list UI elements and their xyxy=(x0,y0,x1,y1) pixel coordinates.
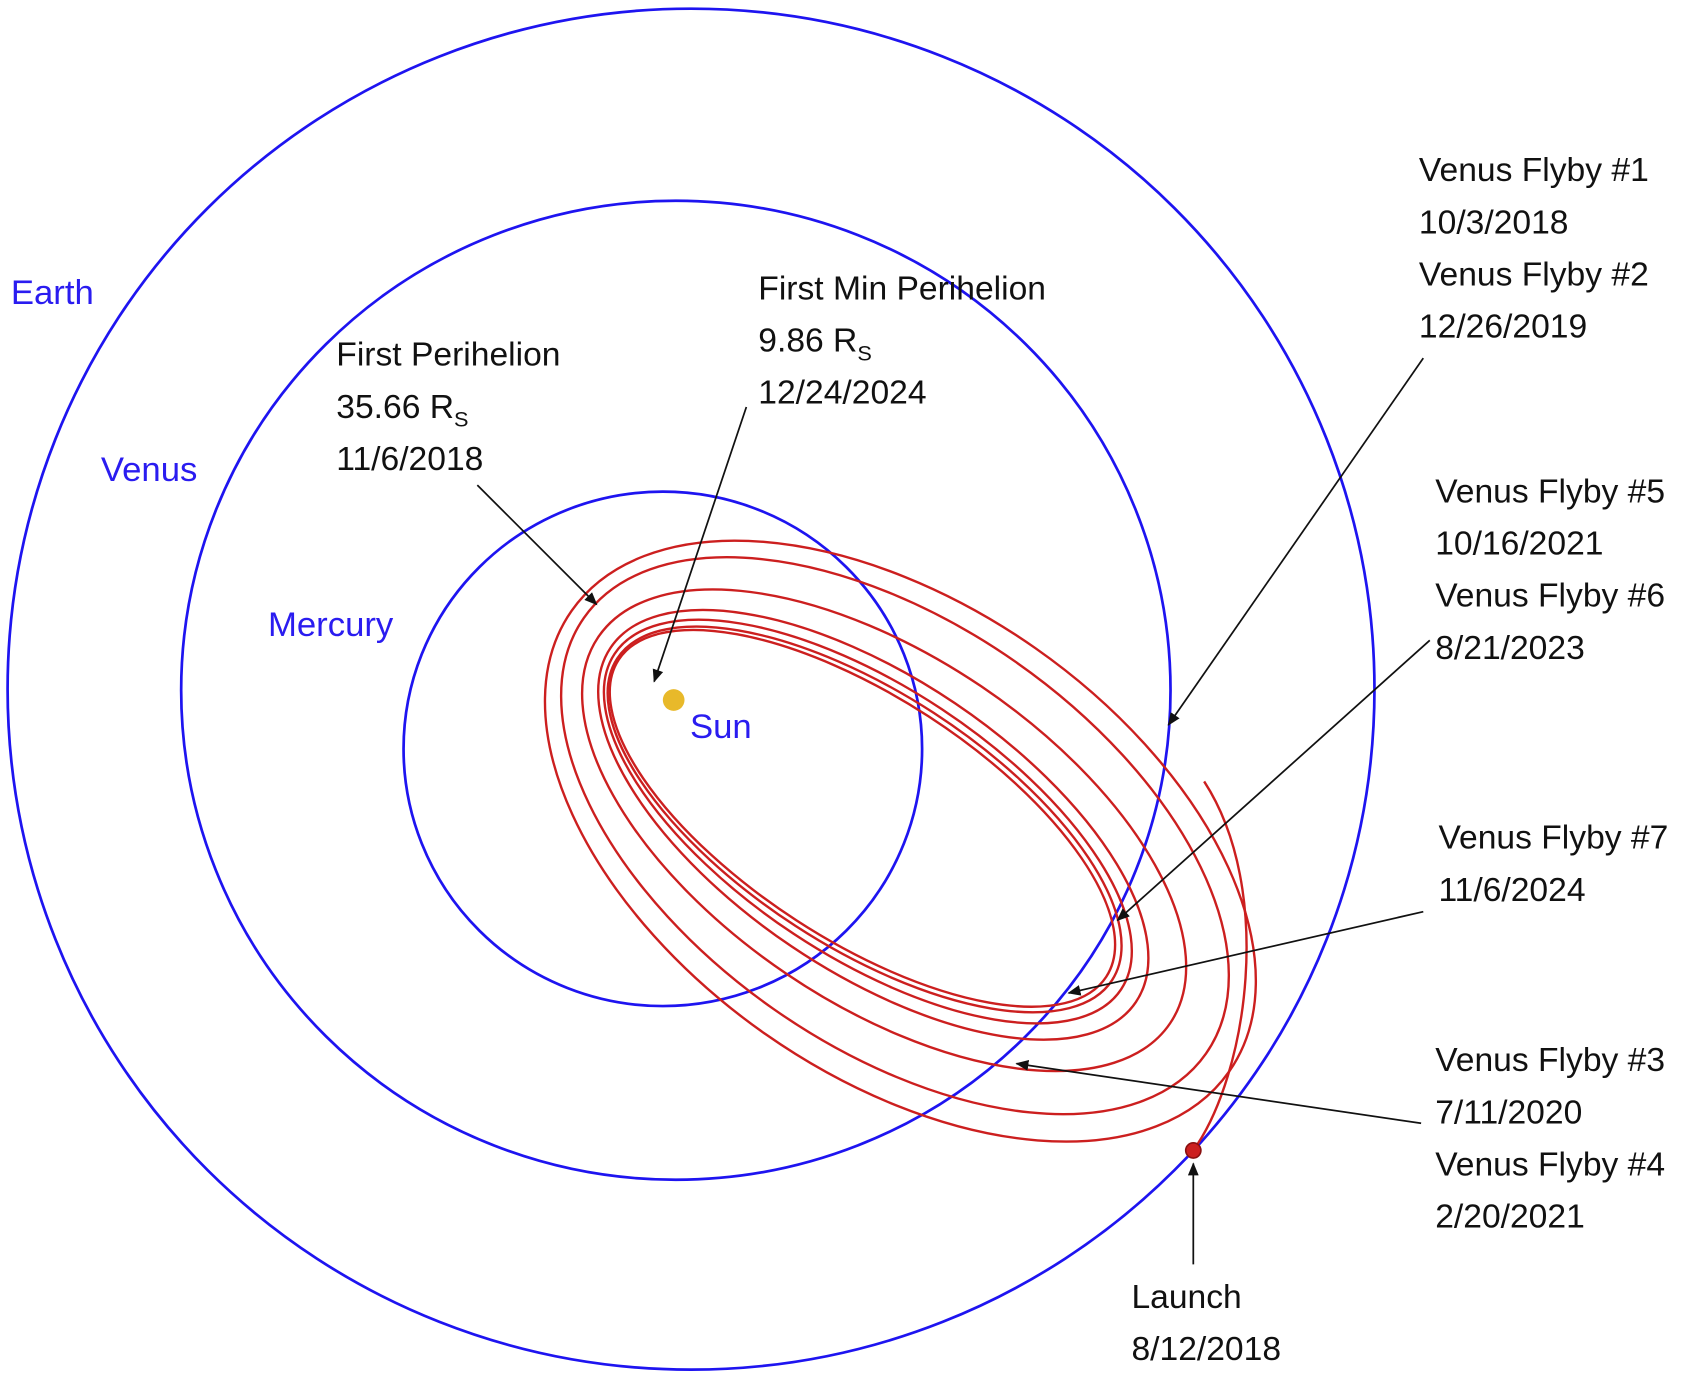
svg-text:Venus Flyby #3: Venus Flyby #3 xyxy=(1435,1042,1665,1079)
first-perihelion-annotation: First Perihelion 35.66 RS 11/6/2018 xyxy=(336,337,560,478)
svg-text:2/20/2021: 2/20/2021 xyxy=(1435,1198,1585,1235)
mercury-label: Mercury xyxy=(268,606,394,644)
svg-text:9.86 RS: 9.86 RS xyxy=(758,323,872,366)
svg-text:11/6/2024: 11/6/2024 xyxy=(1438,872,1585,909)
flyby-7-annotation: Venus Flyby #7 11/6/2024 xyxy=(1438,820,1668,909)
launch-annotation: Launch 8/12/2018 xyxy=(1131,1279,1281,1368)
svg-text:7/11/2020: 7/11/2020 xyxy=(1435,1094,1582,1131)
svg-text:Venus Flyby #5: Venus Flyby #5 xyxy=(1435,473,1665,510)
probe-trajectory xyxy=(543,539,1258,1152)
svg-text:35.66 RS: 35.66 RS xyxy=(336,389,468,432)
flyby-3-4-annotation: Venus Flyby #3 7/11/2020 Venus Flyby #4 … xyxy=(1435,1042,1665,1235)
svg-text:8/21/2023: 8/21/2023 xyxy=(1435,630,1585,667)
svg-text:12/26/2019: 12/26/2019 xyxy=(1419,309,1587,346)
arrow-flyby-7 xyxy=(1067,910,1424,996)
svg-text:Venus Flyby #1: Venus Flyby #1 xyxy=(1419,152,1649,189)
svg-text:12/24/2024: 12/24/2024 xyxy=(758,375,926,412)
svg-text:Venus Flyby #7: Venus Flyby #7 xyxy=(1438,820,1668,857)
svg-text:First Perihelion: First Perihelion xyxy=(336,337,560,374)
first-min-perihelion-annotation: First Min Perihelion 9.86 RS 12/24/2024 xyxy=(758,271,1046,412)
sun-icon xyxy=(662,689,685,711)
sun-label: Sun xyxy=(690,708,752,746)
svg-text:11/6/2018: 11/6/2018 xyxy=(336,441,483,478)
svg-text:10/3/2018: 10/3/2018 xyxy=(1419,204,1569,241)
earth-label: Earth xyxy=(11,274,94,312)
svg-text:Venus Flyby #6: Venus Flyby #6 xyxy=(1435,578,1665,615)
svg-text:Launch: Launch xyxy=(1131,1279,1241,1316)
venus-label: Venus xyxy=(101,451,198,489)
arrow-flyby-1-2 xyxy=(1167,357,1424,726)
flyby-5-6-annotation: Venus Flyby #5 10/16/2021 Venus Flyby #6… xyxy=(1435,473,1665,666)
arrow-first-perihelion xyxy=(476,484,598,606)
mercury-orbit xyxy=(402,490,924,1008)
svg-text:8/12/2018: 8/12/2018 xyxy=(1131,1331,1281,1368)
svg-text:First Min Perihelion: First Min Perihelion xyxy=(758,271,1046,308)
svg-text:10/16/2021: 10/16/2021 xyxy=(1435,526,1603,563)
launch-point-icon xyxy=(1184,1142,1202,1159)
arrow-flyby-5-6 xyxy=(1116,639,1431,922)
svg-text:Venus Flyby #4: Venus Flyby #4 xyxy=(1435,1146,1665,1183)
flyby-1-2-annotation: Venus Flyby #1 10/3/2018 Venus Flyby #2 … xyxy=(1419,152,1649,345)
arrow-first-min-perihelion xyxy=(652,406,748,683)
venus-orbit xyxy=(179,199,1172,1182)
arrow-flyby-3-4 xyxy=(1015,1059,1422,1125)
svg-text:Venus Flyby #2: Venus Flyby #2 xyxy=(1419,256,1649,293)
